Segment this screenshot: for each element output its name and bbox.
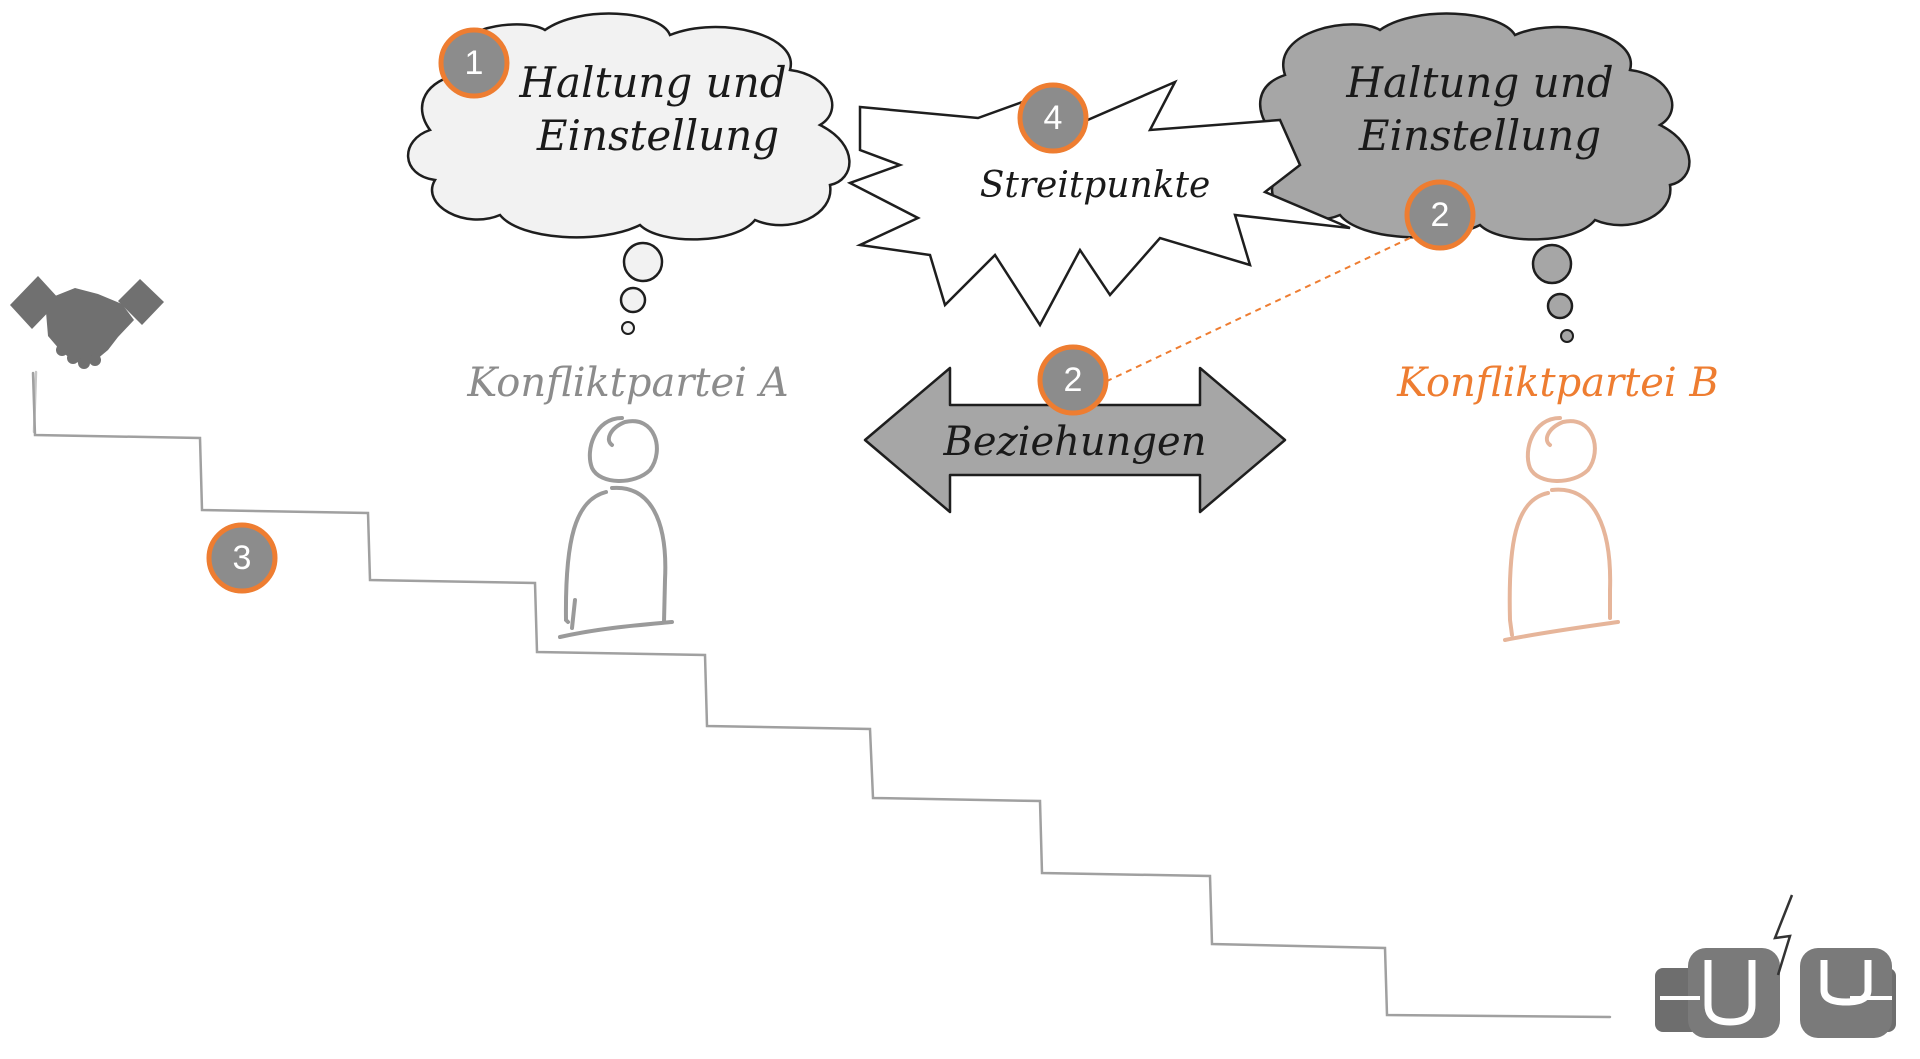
party-b-label: Konfliktpartei B xyxy=(1396,360,1719,406)
badge-2-arrow-label: 2 xyxy=(1064,361,1083,399)
cloud-a-line2: Einstellung xyxy=(536,111,779,160)
person-b-icon xyxy=(1503,416,1620,642)
conflict-burst: Streitpunkte 4 xyxy=(846,79,1351,328)
staircase xyxy=(31,370,1612,1019)
badge-1-label: 1 xyxy=(465,44,484,82)
party-a: Konfliktpartei A xyxy=(466,360,789,639)
thought-bubble-large-b xyxy=(1531,243,1573,285)
thought-bubble-medium xyxy=(619,286,647,314)
badge-2-cloud-label: 2 xyxy=(1431,196,1450,234)
thought-cloud-a: Haltung und Einstellung 1 xyxy=(406,12,851,335)
thought-bubble-small xyxy=(621,321,635,335)
badge-1: 1 xyxy=(438,27,510,99)
thought-bubble-large xyxy=(622,241,664,283)
burst-label: Streitpunkte xyxy=(980,165,1211,206)
thought-cloud-b: Haltung und Einstellung xyxy=(1246,12,1691,343)
badge-4-label: 4 xyxy=(1044,99,1063,137)
badge-3-label: 3 xyxy=(233,539,252,577)
badge-2-cloud: 2 xyxy=(1404,179,1476,251)
relationship-label: Beziehungen xyxy=(943,419,1207,465)
badge-2-arrow: 2 xyxy=(1037,344,1109,416)
relationship-arrow: Beziehungen 2 xyxy=(863,344,1287,514)
person-a-icon xyxy=(558,416,674,639)
badge-3: 3 xyxy=(206,522,278,594)
cloud-b-line2: Einstellung xyxy=(1358,111,1601,160)
cloud-b-line1: Haltung und xyxy=(1345,58,1613,107)
thought-bubble-medium-b xyxy=(1546,292,1574,320)
party-b: Konfliktpartei B xyxy=(1396,360,1719,642)
badge-4: 4 xyxy=(1017,82,1089,154)
cloud-a-line1: Haltung und xyxy=(518,58,786,107)
handshake-icon xyxy=(10,276,164,369)
party-a-label: Konfliktpartei A xyxy=(466,360,788,406)
badge-connector xyxy=(1104,237,1411,383)
thought-bubble-small-b xyxy=(1560,329,1574,343)
fists-lightning-icon xyxy=(1655,894,1896,1038)
